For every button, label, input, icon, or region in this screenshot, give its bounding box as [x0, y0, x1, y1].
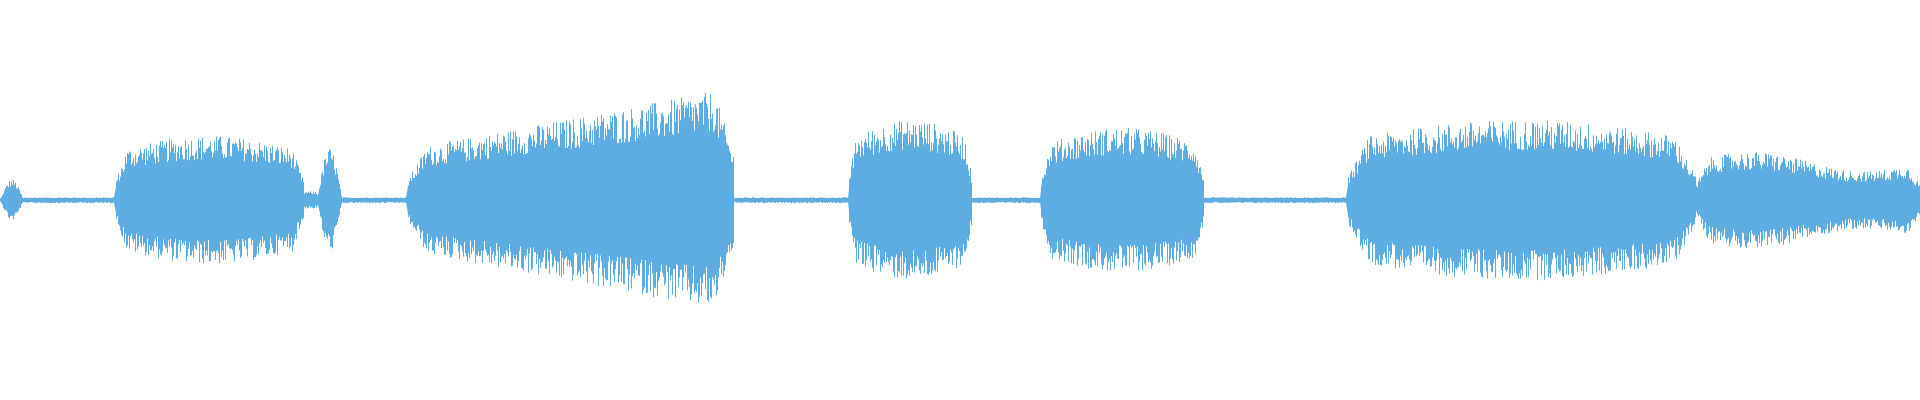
waveform-core [0, 132, 1920, 268]
